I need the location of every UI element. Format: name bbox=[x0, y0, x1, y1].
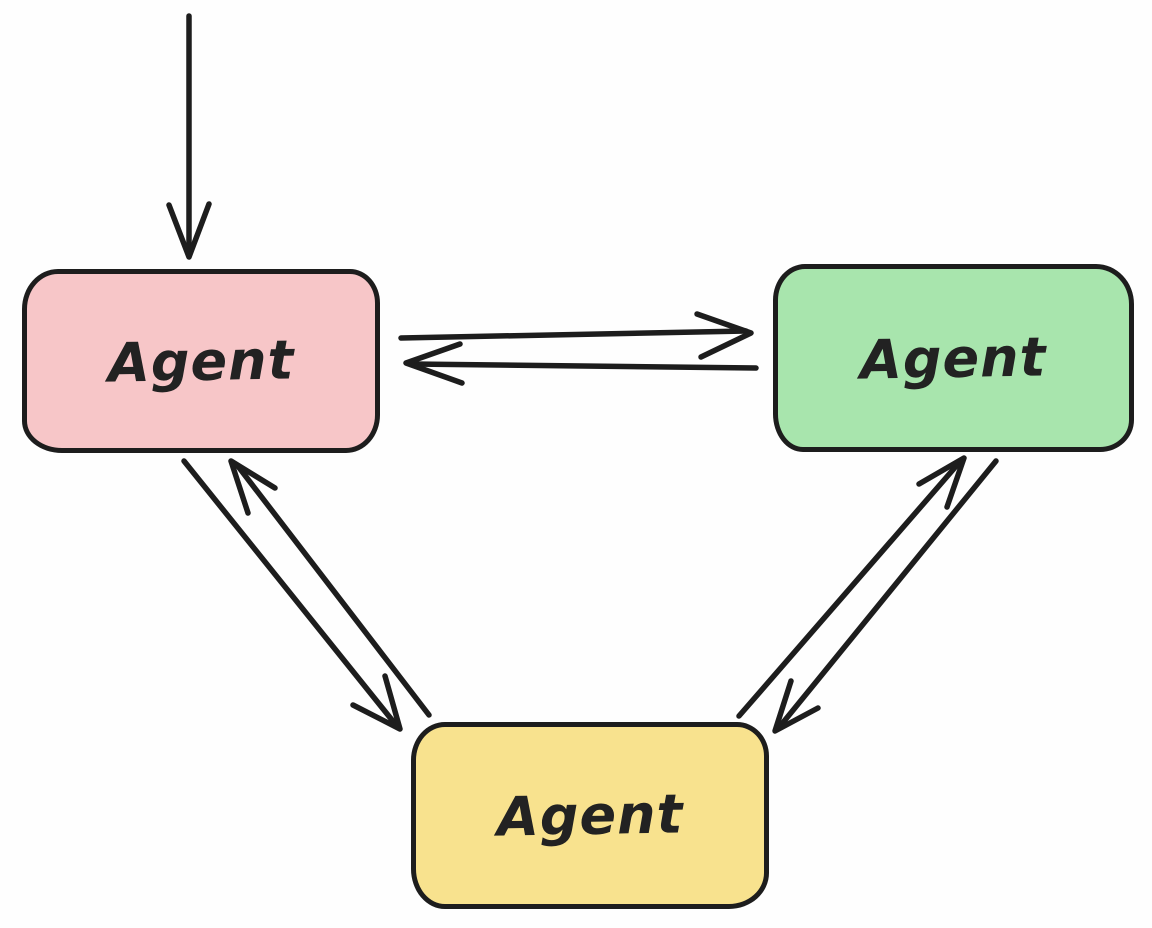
arrow-bottom-to-top-right bbox=[736, 455, 967, 719]
node-agent-top-right: Agent bbox=[773, 264, 1134, 452]
arrow-bottom-to-top-left bbox=[228, 458, 432, 718]
arrow-top-left-to-top-right bbox=[398, 311, 754, 360]
arrowhead-down-right bbox=[350, 673, 403, 732]
arrow-external-input-to-top-left bbox=[166, 13, 212, 260]
arrow-shaft bbox=[736, 461, 961, 719]
node-agent-top-left-label: Agent bbox=[107, 327, 295, 395]
arrowhead-left bbox=[403, 341, 465, 386]
node-agent-top-right-label: Agent bbox=[859, 324, 1048, 392]
arrow-shaft bbox=[778, 458, 999, 728]
arrowhead-up-left bbox=[228, 458, 278, 516]
arrow-top-left-to-bottom bbox=[181, 458, 403, 732]
arrowhead-up-right bbox=[916, 455, 967, 510]
arrowhead-down bbox=[166, 201, 212, 260]
arrowhead-right bbox=[694, 311, 754, 360]
node-agent-top-left: Agent bbox=[22, 269, 380, 453]
node-agent-bottom-label: Agent bbox=[496, 782, 684, 849]
arrow-shaft bbox=[398, 328, 749, 341]
node-agent-bottom: Agent bbox=[411, 722, 769, 909]
arrow-top-right-to-bottom bbox=[772, 458, 999, 734]
arrow-shaft bbox=[408, 361, 759, 371]
arrow-top-right-to-top-left bbox=[403, 341, 759, 386]
arrowhead-down-left bbox=[772, 678, 821, 734]
arrow-shaft bbox=[181, 458, 399, 728]
arrow-shaft bbox=[234, 462, 432, 718]
